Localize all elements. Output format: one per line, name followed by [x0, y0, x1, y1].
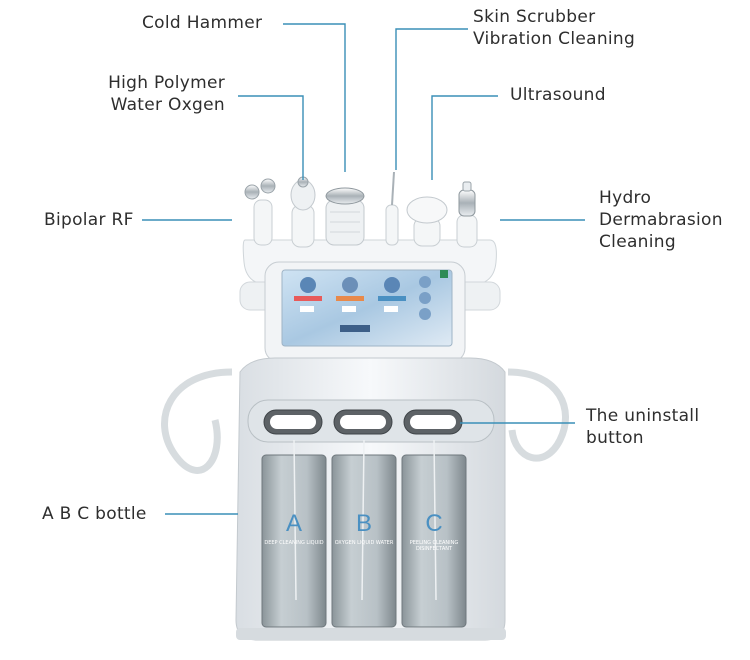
bottle-c: C PEELING CLEANING DISINFECTANT	[402, 510, 466, 552]
abc-bottles	[261, 439, 467, 628]
hydro-dermabrasion-handpiece	[456, 181, 478, 248]
right-hose	[507, 368, 570, 462]
water-oxygen-handpiece	[290, 176, 316, 248]
label-ultrasound: Ultrasound	[510, 85, 606, 105]
bipolar-rf-handpiece	[244, 178, 276, 246]
label-bipolar-rf: Bipolar RF	[44, 210, 134, 230]
bottle-c-letter: C	[425, 510, 443, 537]
bottle-b-caption: OXYGEN LIQUID WATER	[334, 540, 394, 546]
control-screen	[264, 261, 466, 363]
bottle-a-caption: DEEP CLEANING LIQUID	[264, 540, 324, 546]
left-hose	[161, 368, 233, 474]
label-high-polymer: High Polymer Water Oxgen	[108, 73, 225, 115]
ultrasound-handpiece	[406, 196, 448, 247]
bottle-c-caption: PEELING CLEANING DISINFECTANT	[409, 540, 459, 552]
label-skin-scrubber: Skin Scrubber Vibration Cleaning	[473, 7, 636, 49]
uninstall-buttons	[263, 409, 463, 435]
label-uninstall-button: The uninstall button	[586, 406, 700, 448]
label-cold-hammer: Cold Hammer	[142, 13, 263, 33]
bottle-a: A DEEP CLEANING LIQUID	[262, 510, 326, 546]
bottle-b: B OXYGEN LIQUID WATER	[332, 510, 396, 546]
label-hydro-dermabrasion: Hydro Dermabrasion Cleaning	[599, 188, 723, 252]
bottle-b-letter: B	[355, 510, 372, 537]
cold-hammer-handpiece	[325, 187, 365, 246]
bottle-a-letter: A	[285, 510, 302, 537]
label-abc-bottle: A B C bottle	[42, 504, 147, 524]
skin-scrubber-handpiece	[385, 171, 399, 246]
